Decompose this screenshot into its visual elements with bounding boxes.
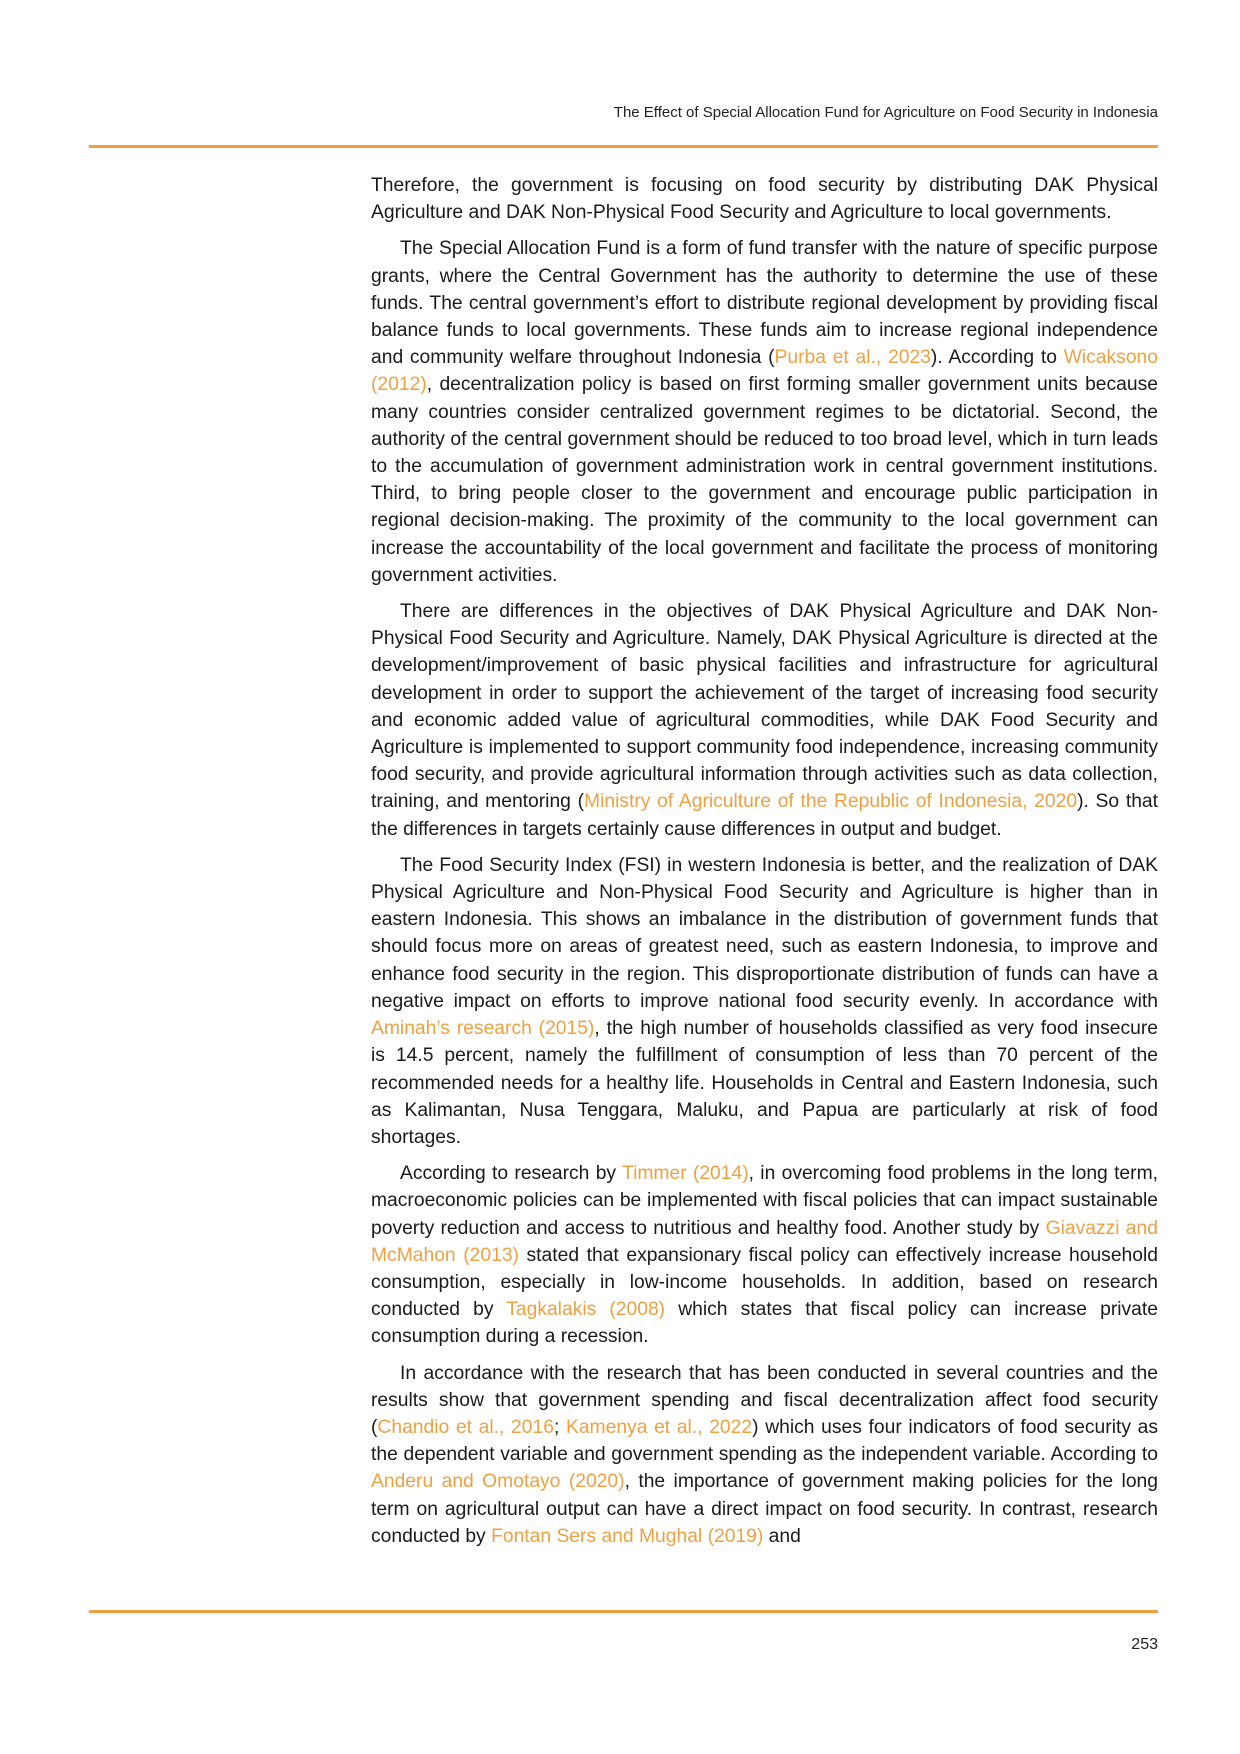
paragraph-text: According to research by [400, 1163, 623, 1185]
citation-link[interactable]: Timmer (2014) [622, 1163, 749, 1185]
paragraph-2: The Special Allocation Fund is a form of… [371, 235, 1158, 589]
paragraph-text: , in overcoming food problems in the lon… [371, 1163, 1158, 1239]
citation-link[interactable]: Wicaksono (2012) [371, 347, 1158, 396]
paragraph-text: and [763, 1525, 801, 1547]
paragraph-4: The Food Security Index (FSI) in western… [371, 852, 1158, 1151]
paragraph-text: ). So that the differences in targets ce… [371, 791, 1158, 840]
paragraph-1: Therefore, the government is focusing on… [371, 172, 1158, 226]
paragraph-6: In accordance with the research that has… [371, 1360, 1158, 1550]
paragraph-text: , the importance of government making po… [371, 1471, 1158, 1547]
citation-link[interactable]: Chandio et al., 2016 [377, 1416, 554, 1438]
paragraph-3: There are differences in the objectives … [371, 598, 1158, 843]
paragraph-text: Therefore, the government is focusing on… [371, 175, 1158, 224]
paragraph-text: , decentralization policy is based on fi… [371, 374, 1158, 586]
paragraph-text: which states that fiscal policy can incr… [371, 1299, 1158, 1348]
paragraph-text: ; [553, 1416, 566, 1438]
paragraph-text: In accordance with the research that has… [371, 1362, 1158, 1438]
paragraph-text: ). According to [930, 347, 1064, 369]
citation-link[interactable]: Fontan Sers and Mughal (2019) [491, 1525, 764, 1547]
article-body: Therefore, the government is focusing on… [371, 172, 1158, 1559]
citation-link[interactable]: Ministry of Agriculture of the Republic … [584, 791, 1078, 813]
paragraph-text: , the high number of households classifi… [371, 1018, 1158, 1148]
paragraph-text: There are differences in the objectives … [371, 601, 1158, 813]
paragraph-text: stated that expansionary fiscal policy c… [371, 1244, 1158, 1321]
citation-link[interactable]: Kamenya et al., 2022 [565, 1416, 753, 1438]
page-number: 253 [1131, 1636, 1158, 1653]
paragraph-5: According to research by Timmer (2014), … [371, 1160, 1158, 1350]
citation-link[interactable]: Tagkalakis (2008) [506, 1299, 666, 1321]
citation-link[interactable]: Aminah’s research (2015) [371, 1018, 595, 1040]
citation-link[interactable]: Anderu and Omotayo (2020) [371, 1471, 625, 1493]
citation-link[interactable]: Giavazzi and McMahon (2013) [371, 1217, 1158, 1266]
paragraph-text: The Food Security Index (FSI) in western… [371, 854, 1158, 1012]
paragraph-text: The Special Allocation Fund is a form of… [371, 238, 1158, 369]
running-header: The Effect of Special Allocation Fund fo… [613, 104, 1158, 121]
paragraph-text: ) which uses four indicators of food sec… [371, 1416, 1158, 1466]
citation-link[interactable]: Purba et al., 2023 [774, 347, 931, 369]
header-rule [89, 145, 1158, 148]
footer-rule [89, 1610, 1158, 1613]
